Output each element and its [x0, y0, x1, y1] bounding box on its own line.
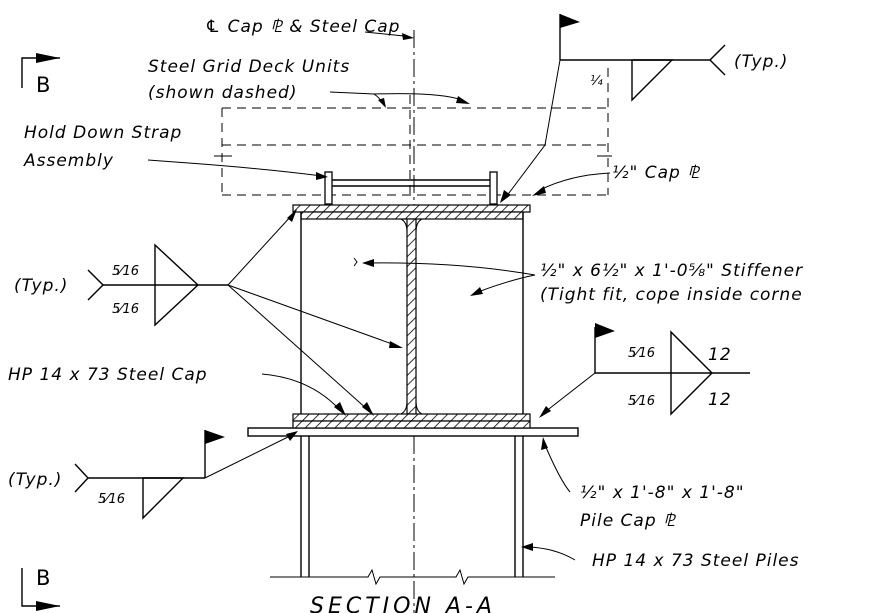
- steel-pile: [270, 436, 555, 586]
- weld-size-right-bottom: 5⁄16: [628, 394, 655, 409]
- label-stiffener-2: (Tight fit, cope inside corne: [540, 285, 803, 305]
- label-cl-cap: ℄ Cap ⅊ & Steel Cap: [205, 17, 400, 37]
- label-grid-deck-2: (shown dashed): [148, 83, 297, 103]
- section-letter-top: B: [36, 73, 50, 97]
- section-mark-top: B: [21, 53, 60, 97]
- section-title: SECTION A-A: [310, 594, 496, 613]
- label-stiffener-1: ½" x 6½" x 1'-0⅝" Stiffener: [540, 261, 803, 281]
- weld-size-left-lower: 5⁄16: [98, 492, 125, 507]
- weld-size-right-top: 5⁄16: [628, 346, 655, 361]
- label-hold-down-2: Assembly: [23, 151, 114, 171]
- label-grid-deck-1: Steel Grid Deck Units: [148, 57, 350, 77]
- weld-size-top-right: ¼: [590, 74, 603, 89]
- stiffener-mark-left: [353, 257, 358, 267]
- label-pile-cap-2: Pile Cap ⅊: [580, 511, 677, 531]
- hold-down-strap: [324, 171, 498, 205]
- leaders: [147, 31, 611, 561]
- pile-top-flange: [292, 420, 531, 429]
- section-letter-bottom: B: [36, 566, 50, 590]
- label-pile-cap-1: ½" x 1'-8" x 1'-8": [580, 483, 745, 503]
- fillet-tr: [415, 218, 423, 233]
- fillet-tl: [400, 218, 408, 233]
- weld-length-right-bottom: 12: [708, 390, 732, 410]
- pile-cap-plate: [247, 427, 579, 437]
- label-hold-down-1: Hold Down Strap: [24, 123, 182, 143]
- cap-top-flange: [300, 211, 524, 220]
- label-hp-cap: HP 14 x 73 Steel Cap: [8, 365, 208, 385]
- fillet-br: [415, 400, 423, 415]
- section-mark-bottom: B: [21, 566, 60, 611]
- grid-deck-outline: [214, 68, 612, 200]
- weld-note-top-right: (Typ.): [734, 52, 788, 72]
- weld-note-left-upper: (Typ.): [14, 276, 68, 296]
- cap-plate: [292, 204, 531, 213]
- cap-bottom-flange: [292, 413, 531, 422]
- weld-symbol-left-upper: 5⁄16 5⁄16 (Typ.): [14, 243, 228, 327]
- weld-symbol-top-right: ¼ (Typ.): [559, 14, 788, 102]
- weld-note-left-lower: (Typ.): [8, 470, 62, 490]
- label-hp-piles: HP 14 x 73 Steel Piles: [592, 551, 800, 571]
- weld-symbol-right-mid: 5⁄16 12 5⁄16 12: [594, 323, 750, 416]
- label-cap-plate: ½" Cap ⅊: [612, 163, 701, 183]
- weld-length-right-top: 12: [708, 345, 732, 365]
- cap-web: [406, 218, 417, 415]
- fillet-bl: [400, 400, 408, 415]
- weld-size-left-upper-bottom: 5⁄16: [112, 302, 139, 317]
- weld-symbol-left-lower: 5⁄16 (Typ.): [8, 430, 225, 520]
- weld-size-left-upper-top: 5⁄16: [112, 264, 139, 279]
